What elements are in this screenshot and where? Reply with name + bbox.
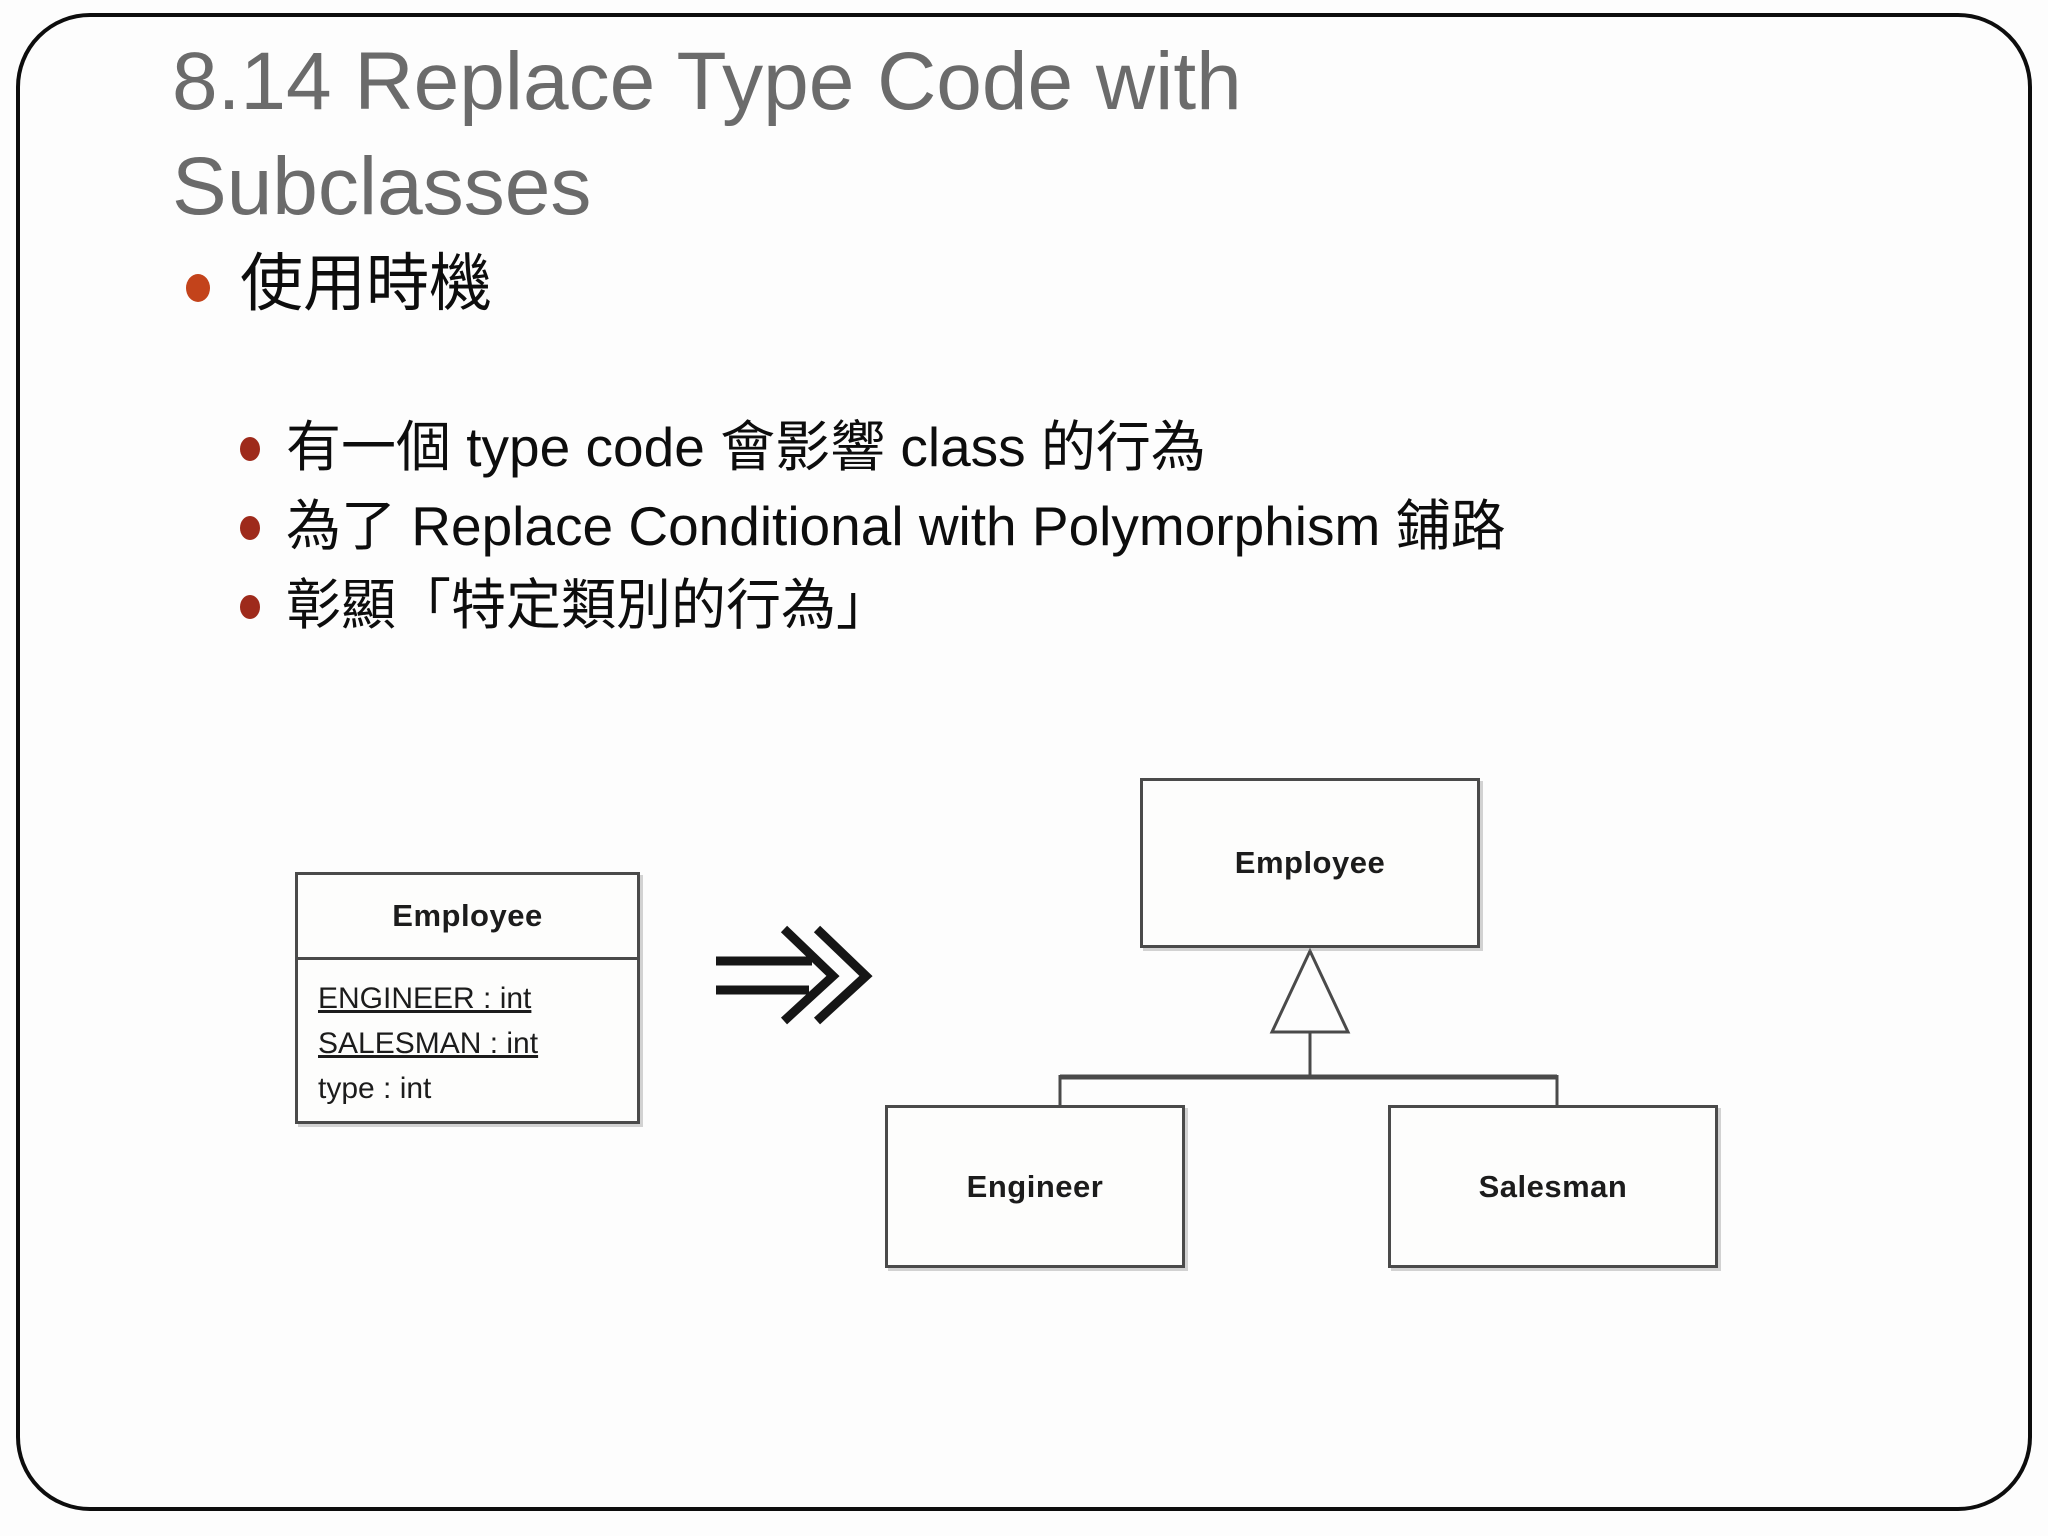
class-name: Employee <box>392 898 543 933</box>
bullet-dot-icon <box>240 515 260 540</box>
class-name: Engineer <box>966 1168 1104 1204</box>
class-attribute: ENGINEER : int <box>318 982 532 1015</box>
bullet-item-level2: 彰顯「特定類別的行為」 <box>240 573 1960 638</box>
slide-border <box>16 13 2032 1511</box>
bullet-dot-icon <box>240 594 260 619</box>
page-title: 8.14 Replace Type Code with Subclasses <box>172 36 1242 232</box>
class-name: Employee <box>1234 845 1386 880</box>
bullet-item-level2: 為了 Replace Conditional with Polymorphism… <box>240 494 1960 559</box>
class-attribute: type : int <box>318 1072 432 1105</box>
class-box-employee-after: Employee <box>1140 778 1480 948</box>
class-box-engineer: Engineer <box>885 1105 1185 1268</box>
class-name: Salesman <box>1478 1168 1628 1204</box>
bullet-text: 有一個 type code 會影響 class 的行為 <box>286 416 1206 478</box>
bullet-list-level2: 有一個 type code 會影響 class 的行為 為了 Replace C… <box>240 415 1960 652</box>
bullet-text: 使用時機 <box>240 249 492 319</box>
bullet-text: 為了 Replace Conditional with Polymorphism… <box>286 494 1506 557</box>
class-attributes: ENGINEER : int SALESMAN : int type : int <box>298 960 637 1111</box>
bullet-dot-icon <box>240 437 260 461</box>
bullet-item-level1: 使用時機 <box>186 248 492 320</box>
bullet-text: 彰顯「特定類別的行為」 <box>286 573 892 636</box>
class-compartment-divider <box>298 957 637 960</box>
class-box-salesman: Salesman <box>1388 1105 1718 1268</box>
class-box-employee-before: Employee ENGINEER : int SALESMAN : int t… <box>295 872 640 1124</box>
class-attribute: SALESMAN : int <box>318 1027 539 1060</box>
bullet-item-level2: 有一個 type code 會影響 class 的行為 <box>240 415 1960 480</box>
bullet-dot-icon <box>186 274 210 302</box>
